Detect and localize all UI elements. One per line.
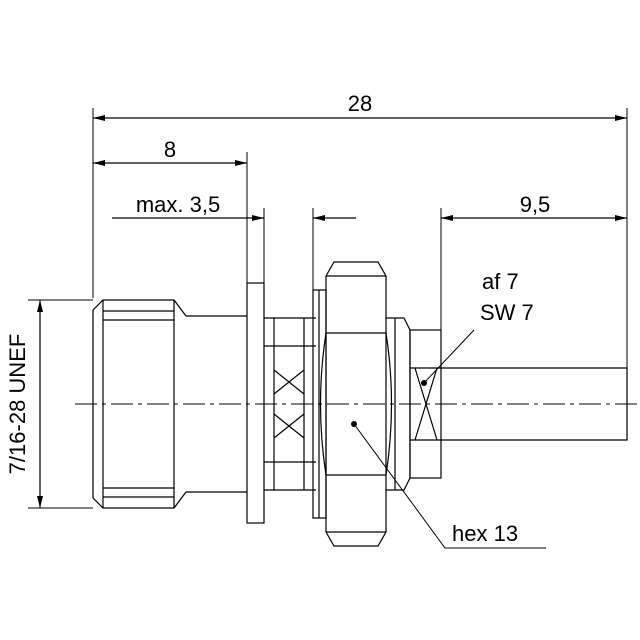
thread-label: 7/16-28 UNEF — [5, 334, 30, 475]
wrench-size-sw-label: SW 7 — [480, 300, 534, 325]
dimension-panel-label: max. 3,5 — [136, 192, 220, 217]
lock-washer — [312, 289, 327, 519]
hex-nut-label: hex 13 — [452, 521, 518, 546]
leader-dot-hex13 — [351, 421, 357, 427]
leader-dot-af7 — [421, 380, 427, 386]
dimension-rear-label: 9,5 — [520, 192, 551, 217]
leader-af7 — [423, 329, 475, 384]
extension-lines — [28, 108, 628, 509]
wrench-size-af-label: af 7 — [482, 269, 519, 294]
threaded-front-body — [92, 299, 247, 509]
wrench-flats — [409, 329, 442, 479]
dimension-overall-label: 28 — [348, 91, 372, 116]
flange — [246, 282, 265, 524]
dimension-front-label: 8 — [164, 137, 176, 162]
leader-hex13 — [353, 423, 546, 549]
hex-nut — [319, 261, 393, 547]
rear-pin — [441, 367, 628, 441]
panel-thread-section — [264, 317, 316, 491]
